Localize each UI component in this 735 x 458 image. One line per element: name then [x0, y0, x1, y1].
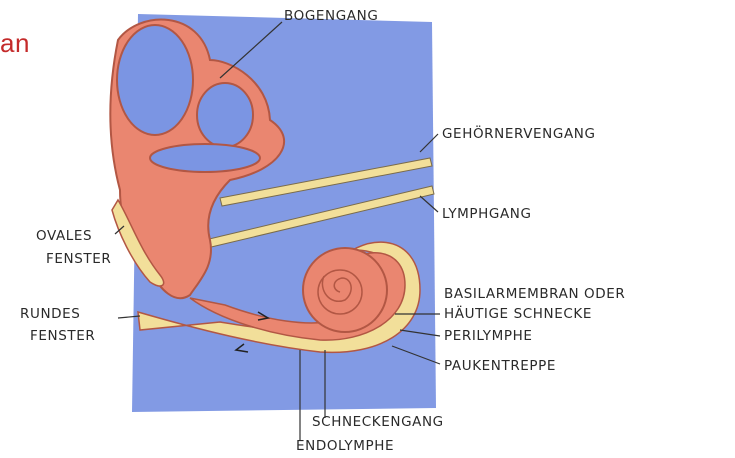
- label-paukentreppe: PAUKENTREPPE: [444, 358, 556, 374]
- bogengang-hole-upper: [117, 25, 193, 135]
- label-gehoernervengang: GEHÖRNERVENGANG: [442, 124, 596, 142]
- label-ovales-line1: OVALES: [36, 228, 92, 244]
- label-schneckengang: SCHNECKENGANG: [312, 414, 444, 430]
- label-rundes-line1: RUNDES: [20, 306, 80, 322]
- bogengang-hole-lower: [150, 144, 260, 172]
- label-perilymphe: PERILYMPHE: [444, 328, 532, 344]
- label-basilar-line1: BASILARMEMBRAN ODER: [444, 286, 625, 302]
- label-basilar-line2: HÄUTIGE SCHNECKE: [444, 304, 592, 322]
- label-lymphgang: LYMPHGANG: [442, 206, 532, 222]
- label-bogengang: BOGENGANG: [284, 8, 378, 24]
- label-rundes-line2: FENSTER: [30, 328, 95, 344]
- label-ovales-line2: FENSTER: [46, 251, 111, 267]
- bogengang-hole-middle: [197, 83, 253, 147]
- label-endolymphe: ENDOLYMPHE: [296, 438, 394, 454]
